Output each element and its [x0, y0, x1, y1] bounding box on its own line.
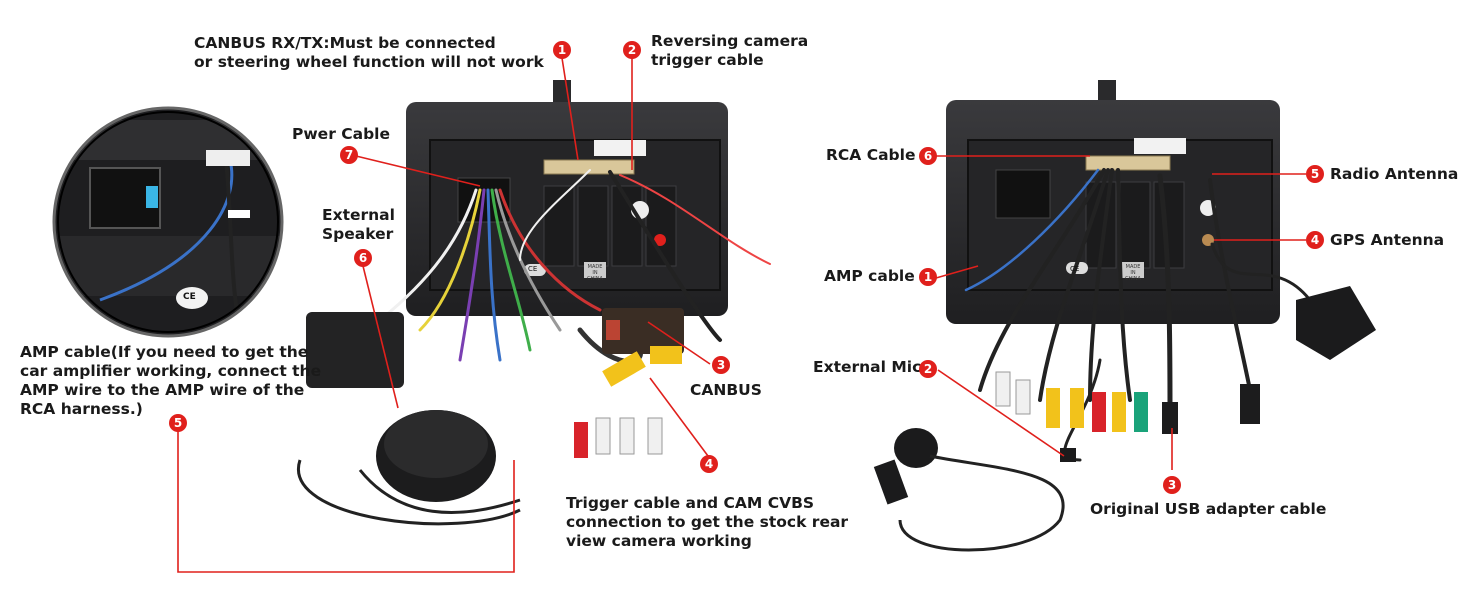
- usb-adapter-label: Original USB adapter cable: [1090, 500, 1327, 518]
- left-external-speaker: [296, 410, 521, 526]
- amp-cable-label: AMP cable: [824, 267, 915, 285]
- right-leader-lines: [935, 155, 1306, 470]
- right-wiring-harness: [964, 168, 1312, 462]
- right-badge-3: 3: [1163, 476, 1181, 494]
- left-badge-1: 1: [553, 41, 571, 59]
- right-badge-2: 2: [919, 360, 937, 378]
- external-mic-label: External Mic: [813, 358, 922, 376]
- right-badge-4: 4: [1306, 231, 1324, 249]
- canbus-label: CANBUS: [690, 381, 762, 399]
- right-rca-plugs: [995, 371, 1260, 434]
- right-badge-1: 1: [919, 268, 937, 286]
- reversing-camera-label: Reversing camera trigger cable: [651, 32, 809, 69]
- left-badge-5: 5: [169, 414, 187, 432]
- right-gps-puck: [1296, 286, 1376, 360]
- right-badge-6: 6: [919, 147, 937, 165]
- inset-ce-mark: CE: [183, 292, 196, 302]
- gps-antenna-label: GPS Antenna: [1330, 231, 1445, 249]
- left-wiring-harness: [378, 169, 771, 364]
- left-badge-6: 6: [354, 249, 372, 267]
- right-ce-mark: CE: [1070, 265, 1080, 273]
- radio-antenna-label: Radio Antenna: [1330, 165, 1459, 183]
- amp-cable-note: AMP cable(If you need to get the car amp…: [20, 343, 322, 418]
- rca-cable-label: RCA Cable: [826, 146, 916, 164]
- left-badge-3: 3: [712, 356, 730, 374]
- external-speaker-label: External Speaker: [322, 206, 395, 243]
- left-badge-4: 4: [700, 455, 718, 473]
- left-canbus-box: [602, 308, 684, 354]
- left-made-in-sticker: MADE IN CHINA: [587, 264, 603, 282]
- left-head-unit: [406, 80, 728, 316]
- canbus-rx-tx-label: CANBUS RX/TX:Must be connected or steeri…: [194, 34, 544, 71]
- left-badge-7: 7: [340, 146, 358, 164]
- right-made-in-sticker: MADE IN CHINA: [1125, 264, 1141, 282]
- left-badge-2: 2: [623, 41, 641, 59]
- right-badge-5: 5: [1306, 165, 1324, 183]
- trigger-cam-label: Trigger cable and CAM CVBS connection to…: [566, 494, 849, 550]
- left-ce-mark: CE: [528, 265, 538, 273]
- left-leader-lines: [177, 57, 711, 573]
- left-rca-plugs: [574, 346, 682, 458]
- right-external-mic: [873, 428, 1076, 552]
- power-cable-label: Pwer Cable: [292, 125, 390, 143]
- connector-closeup-inset: [52, 106, 284, 338]
